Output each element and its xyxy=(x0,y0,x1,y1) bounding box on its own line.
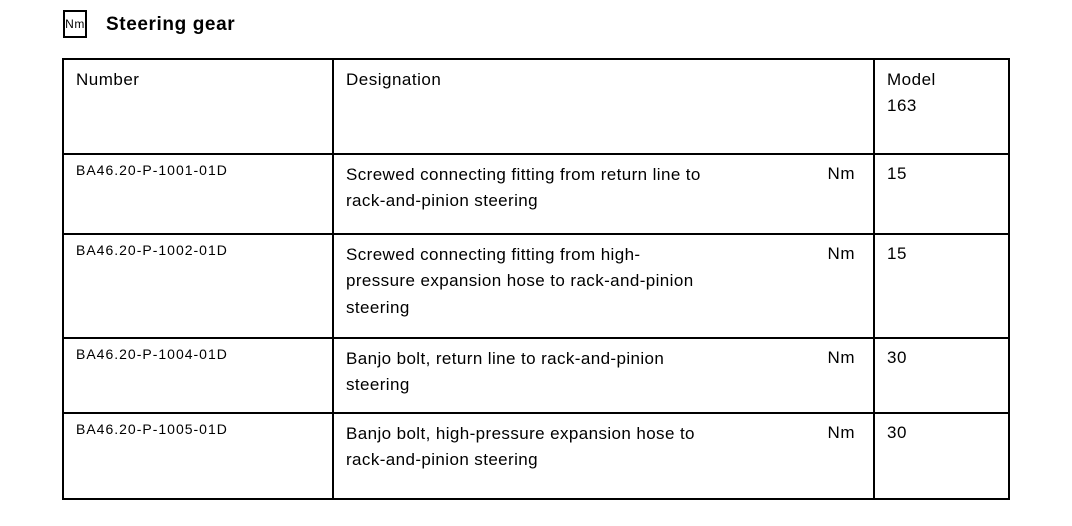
column-header-designation: Designation xyxy=(332,58,875,155)
cell-designation: Banjo bolt, high-pressure expansion hose… xyxy=(332,412,875,500)
column-header-model-label: Model 163 xyxy=(887,70,936,115)
cell-number: BA46.20-P-1001-01D xyxy=(62,153,334,235)
cell-designation: Screwed connecting fitting from high- pr… xyxy=(332,233,875,339)
designation-text: Screwed connecting fitting from return l… xyxy=(346,165,701,211)
cell-number: BA46.20-P-1004-01D xyxy=(62,337,334,414)
designation-text: Screwed connecting fitting from high- pr… xyxy=(346,245,694,317)
cell-designation: Screwed connecting fitting from return l… xyxy=(332,153,875,235)
table-row: BA46.20-P-1001-01D Screwed connecting fi… xyxy=(62,153,1010,235)
table-row: BA46.20-P-1005-01D Banjo bolt, high-pres… xyxy=(62,412,1010,500)
column-header-number: Number xyxy=(62,58,334,155)
unit-label: Nm xyxy=(827,164,855,183)
unit-label: Nm xyxy=(827,244,855,263)
page-title: Steering gear xyxy=(106,14,236,35)
nm-unit-badge-label: Nm xyxy=(65,17,85,31)
unit-label: Nm xyxy=(827,348,855,367)
designation-text: Banjo bolt, high-pressure expansion hose… xyxy=(346,424,695,470)
cell-model-value: 30 xyxy=(873,337,1010,414)
nm-unit-badge-icon: Nm xyxy=(63,10,87,38)
cell-designation: Banjo bolt, return line to rack-and-pini… xyxy=(332,337,875,414)
document-header: Nm Steering gear xyxy=(63,10,235,38)
table-header-row: Number Designation Model 163 xyxy=(62,58,1010,155)
cell-number: BA46.20-P-1005-01D xyxy=(62,412,334,500)
table-row: BA46.20-P-1002-01D Screwed connecting fi… xyxy=(62,233,1010,339)
column-header-model: Model 163 xyxy=(873,58,1010,155)
cell-number: BA46.20-P-1002-01D xyxy=(62,233,334,339)
torque-spec-table: Number Designation Model 163 BA46.20-P-1… xyxy=(62,58,1010,500)
unit-label: Nm xyxy=(827,423,855,442)
designation-text: Banjo bolt, return line to rack-and-pini… xyxy=(346,349,665,395)
cell-model-value: 30 xyxy=(873,412,1010,500)
cell-model-value: 15 xyxy=(873,233,1010,339)
cell-model-value: 15 xyxy=(873,153,1010,235)
table-row: BA46.20-P-1004-01D Banjo bolt, return li… xyxy=(62,337,1010,414)
